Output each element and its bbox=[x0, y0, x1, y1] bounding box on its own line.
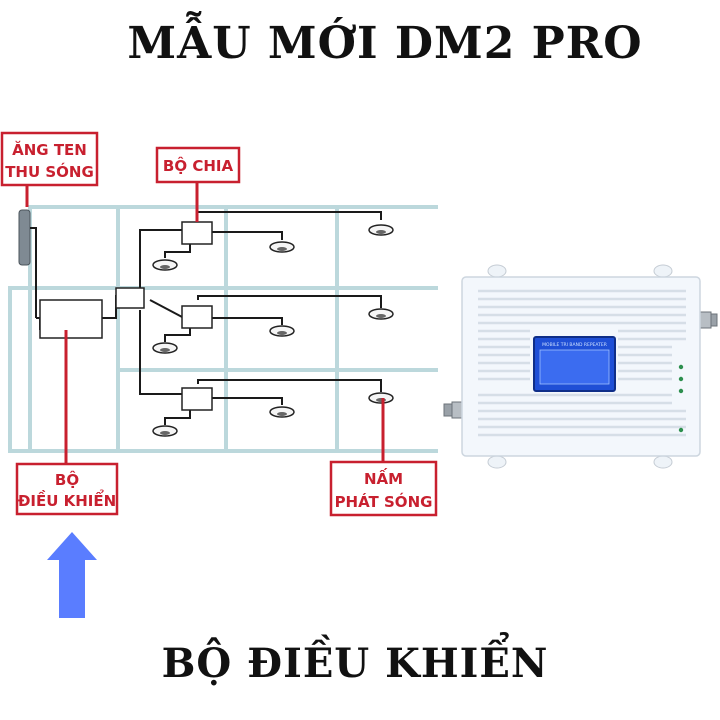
section-title: BỘ ĐIỀU KHIỂN bbox=[161, 640, 549, 687]
ceiling-antenna-icon bbox=[368, 392, 394, 404]
callout-lines bbox=[25, 183, 385, 464]
ceiling-antenna-icon bbox=[269, 325, 295, 337]
repeater-device: MOBILE TRI BAND REPEATER bbox=[443, 264, 718, 469]
cables bbox=[30, 211, 382, 425]
antenna-icon bbox=[18, 209, 31, 266]
connector-right-icon bbox=[698, 311, 718, 329]
lcd-title: MOBILE TRI BAND REPEATER bbox=[542, 342, 607, 348]
label-antenna-line2: THU SÓNG bbox=[5, 162, 94, 181]
installation-diagram: ĂNG TEN THU SÓNG BỘ CHIA BỘ ĐIỀU KHIỂN N… bbox=[0, 131, 718, 618]
ceiling-antenna-icon bbox=[152, 342, 178, 354]
label-emitter: NẤM PHÁT SÓNG bbox=[329, 460, 438, 517]
label-emitter-line1: NẤM bbox=[364, 467, 403, 488]
label-splitter: BỘ CHIA bbox=[155, 146, 241, 184]
splitter-floor-2 bbox=[181, 305, 213, 329]
label-antenna-line1: ĂNG TEN bbox=[12, 140, 87, 159]
main-splitter bbox=[115, 287, 145, 309]
ceiling-antenna-icon bbox=[368, 224, 394, 236]
status-led-icon bbox=[678, 376, 684, 382]
label-splitter-text: BỘ CHIA bbox=[163, 155, 234, 175]
up-arrow-icon bbox=[47, 532, 97, 618]
power-led-icon bbox=[678, 427, 684, 433]
ceiling-antenna-icon bbox=[269, 241, 295, 253]
label-emitter-line2: PHÁT SÓNG bbox=[335, 492, 433, 511]
controller-box bbox=[39, 299, 103, 339]
label-controller: BỘ ĐIỀU KHIỂN bbox=[15, 462, 119, 516]
label-controller-line1: BỘ bbox=[55, 469, 79, 489]
ceiling-antenna-icon bbox=[152, 425, 178, 437]
splitter-floor-1 bbox=[181, 221, 213, 245]
connector-left-icon bbox=[443, 401, 465, 419]
ceiling-antennas bbox=[152, 224, 394, 437]
ceiling-antenna-icon bbox=[152, 259, 178, 271]
page-title: MẪU MỚI DM2 PRO bbox=[127, 18, 643, 69]
status-led-icon bbox=[678, 388, 684, 394]
ceiling-antenna-icon bbox=[269, 406, 295, 418]
label-controller-line2: ĐIỀU KHIỂN bbox=[18, 488, 116, 510]
splitter-floor-3 bbox=[181, 387, 213, 411]
status-led-icon bbox=[678, 364, 684, 370]
label-antenna: ĂNG TEN THU SÓNG bbox=[0, 131, 99, 187]
ceiling-antenna-icon bbox=[368, 308, 394, 320]
